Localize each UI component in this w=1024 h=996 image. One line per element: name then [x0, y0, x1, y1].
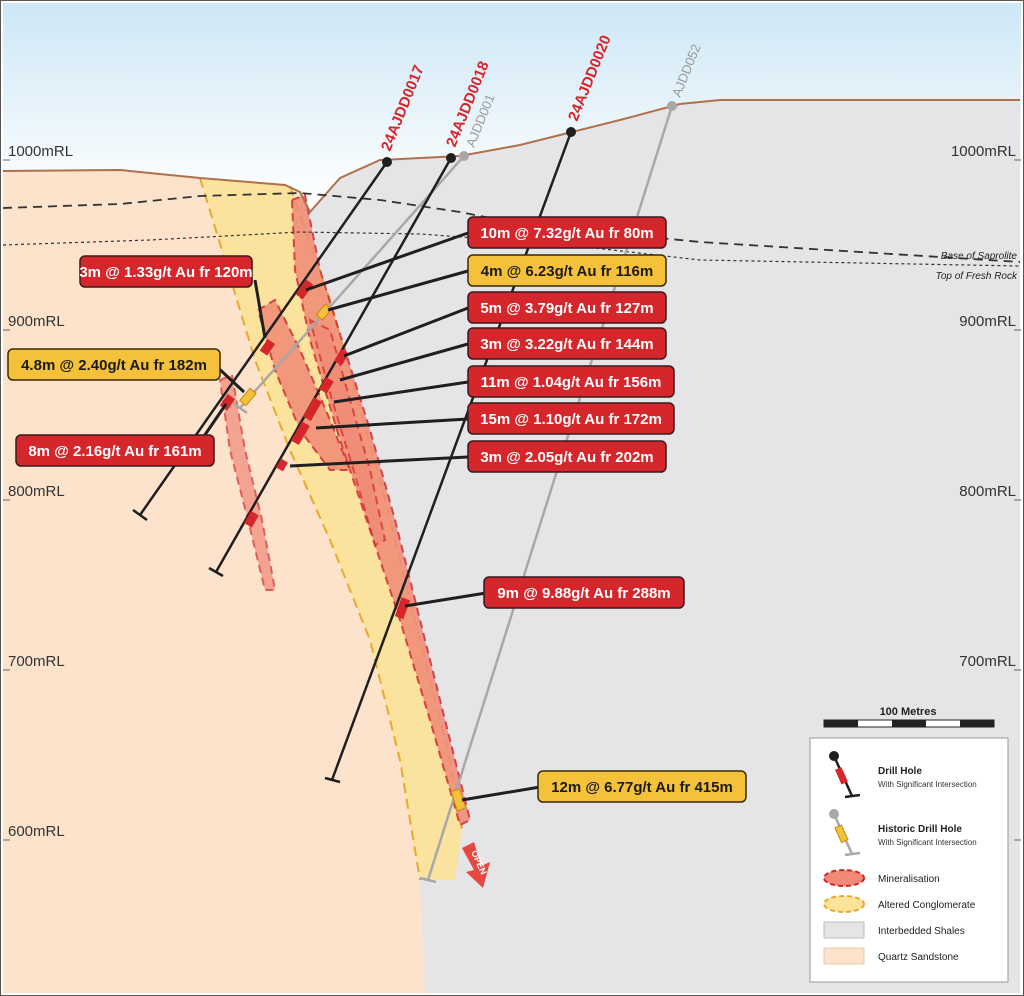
legend-mineralisation-swatch	[823, 869, 865, 887]
legend-drill-hole-icon	[829, 751, 861, 799]
legend: Drill Hole With Significant Intersection…	[809, 737, 1009, 983]
historic-drill-hole-ajdd001	[232, 151, 469, 415]
legend-shales-label: Interbedded Shales	[878, 926, 965, 937]
intercept-callout-5: 11m @ 1.04g/t Au fr 156m	[467, 365, 675, 398]
rl-600-left: 600mRL	[8, 823, 65, 840]
top-of-fresh-rock-label: Top of Fresh Rock	[936, 271, 1018, 282]
topography-line	[2, 99, 1020, 214]
intercept-callout-4: 3m @ 3.22g/t Au fr 144m	[467, 327, 667, 360]
intercept-callout-1: 10m @ 7.32g/t Au fr 80m	[467, 216, 667, 249]
intercept-text-7: 3m @ 2.05g/t Au fr 202m	[480, 449, 653, 466]
base-of-saprolite-label: Base of Saprolite	[941, 251, 1018, 262]
legend-drill-hole-title: Drill Hole	[878, 766, 922, 777]
legend-shales-swatch	[823, 921, 865, 939]
rl-700-left: 700mRL	[8, 653, 65, 670]
intercept-callout-7: 3m @ 2.05g/t Au fr 202m	[467, 440, 667, 473]
rl-900-left: 900mRL	[8, 313, 65, 330]
intercept-callout-2: 4m @ 6.23g/t Au fr 116m	[467, 254, 667, 287]
intercept-text-11: 9m @ 9.88g/t Au fr 288m	[497, 585, 670, 602]
rl-900-right: 900mRL	[959, 313, 1016, 330]
intercept-text-4: 3m @ 3.22g/t Au fr 144m	[480, 336, 653, 353]
legend-altered-label: Altered Conglomerate	[878, 900, 976, 911]
legend-drill-hole-sub: With Significant Intersection	[878, 780, 977, 789]
intercept-text-10: 8m @ 2.16g/t Au fr 161m	[28, 443, 201, 460]
intercept-callout-9: 4.8m @ 2.40g/t Au fr 182m	[7, 348, 221, 381]
intercept-callout-3: 5m @ 3.79g/t Au fr 127m	[467, 291, 667, 324]
rl-800-right: 800mRL	[959, 483, 1016, 500]
intercept-text-5: 11m @ 1.04g/t Au fr 156m	[481, 374, 662, 391]
intercept-text-12: 12m @ 6.77g/t Au fr 415m	[551, 779, 733, 796]
legend-sandstone-swatch	[823, 947, 865, 965]
intercept-callout-10: 8m @ 2.16g/t Au fr 161m	[15, 434, 215, 467]
drill-hole-24ajdd0018	[208, 153, 456, 578]
legend-mineralisation-label: Mineralisation	[878, 874, 940, 885]
intercept-text-1: 10m @ 7.32g/t Au fr 80m	[480, 225, 653, 242]
rl-700-right: 700mRL	[959, 653, 1016, 670]
legend-historic-sub: With Significant Intersection	[878, 838, 977, 847]
legend-historic-drill-hole-icon	[829, 809, 861, 857]
legend-altered-swatch	[823, 895, 865, 913]
callout-leader-lines	[196, 231, 541, 802]
rl-1000-right: 1000mRL	[951, 143, 1016, 160]
intercept-text-9: 4.8m @ 2.40g/t Au fr 182m	[21, 357, 207, 374]
intercept-text-3: 5m @ 3.79g/t Au fr 127m	[480, 300, 653, 317]
intercept-callout-11: 9m @ 9.88g/t Au fr 288m	[483, 576, 685, 609]
rl-grid	[3, 159, 1021, 841]
base-of-saprolite-line	[2, 192, 1021, 263]
intercept-text-6: 15m @ 1.10g/t Au fr 172m	[480, 411, 662, 428]
legend-sandstone-label: Quartz Sandstone	[878, 952, 959, 963]
scale-bar: 100 Metres	[823, 706, 995, 728]
rl-1000-left: 1000mRL	[8, 143, 73, 160]
intercept-text-2: 4m @ 6.23g/t Au fr 116m	[481, 263, 653, 280]
scale-bar-label: 100 Metres	[880, 706, 937, 718]
legend-historic-title: Historic Drill Hole	[878, 824, 962, 835]
intercept-callout-12: 12m @ 6.77g/t Au fr 415m	[537, 770, 747, 803]
rl-800-left: 800mRL	[8, 483, 65, 500]
intercept-callout-6: 15m @ 1.10g/t Au fr 172m	[467, 402, 675, 435]
intercept-text-8: 3m @ 1.33g/t Au fr 120m	[79, 264, 252, 281]
top-of-fresh-rock-line	[2, 231, 1021, 267]
intercept-callout-8: 3m @ 1.33g/t Au fr 120m	[79, 255, 253, 288]
